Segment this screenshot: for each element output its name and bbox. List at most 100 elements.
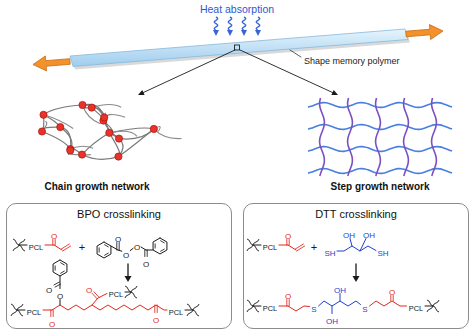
heat-arrowhead: [213, 30, 219, 36]
label-anchor: O: [285, 286, 291, 302]
star-core-arm: [187, 304, 193, 310]
material-label: Shape memory polymer: [304, 57, 400, 66]
label-anchor: O: [86, 280, 92, 296]
grid-strand: [348, 98, 353, 176]
bond-line: [54, 245, 62, 250]
network-strand: [92, 104, 121, 107]
double-bond: [147, 250, 148, 257]
pointer-arrowhead: [331, 90, 338, 95]
label-anchor: O: [123, 245, 129, 261]
atom-label: SH: [324, 250, 335, 258]
label-anchor: O: [153, 310, 159, 326]
star-link: [253, 245, 261, 246]
star-core-arm: [19, 239, 25, 245]
label-anchor: PCL: [109, 284, 124, 300]
star-core-arm: [433, 300, 439, 306]
atom-label: O: [143, 261, 149, 269]
star-core-arm: [247, 239, 253, 245]
atom-label: O: [51, 233, 57, 241]
bond-line: [288, 245, 296, 250]
star-core-arm: [253, 245, 259, 251]
label-anchor: Heat absorption: [200, 0, 274, 16]
network-label: Chain growth network: [42, 181, 153, 193]
double-bond: [53, 310, 54, 317]
star-core-arm: [131, 292, 137, 298]
network-strand: [82, 133, 109, 155]
star-core-arm: [247, 306, 253, 312]
label-anchor: OH: [334, 280, 346, 296]
double-bond: [157, 305, 158, 313]
plus-sign: +: [311, 242, 317, 253]
pointer-line: [143, 50, 235, 92]
polymer-label: PCL: [27, 309, 42, 317]
atom-label: O: [285, 293, 291, 301]
double-bond: [297, 246, 305, 251]
crosslink-point: [79, 101, 86, 108]
network-strand: [44, 105, 83, 115]
crosslink-point: [150, 125, 157, 132]
label-anchor: PCL: [263, 237, 278, 253]
label-anchor: +: [311, 238, 317, 254]
stretch-arrow: [33, 56, 70, 71]
crosslink-point: [67, 147, 74, 154]
atom-label: OH: [343, 232, 355, 240]
atom-label: O: [115, 236, 121, 244]
label-anchor: PCL: [409, 298, 424, 314]
atom-label: OH: [326, 318, 338, 326]
double-bond: [55, 284, 61, 287]
label-anchor: OH: [343, 225, 355, 241]
atom-label: O: [389, 289, 395, 297]
ring-double-bond: [161, 249, 165, 251]
stretch-arrow: [406, 25, 443, 40]
network-strand: [42, 131, 70, 149]
grid-strand: [308, 147, 452, 152]
label-anchor: +: [79, 238, 85, 254]
bond-line: [92, 294, 107, 306]
label-anchor: SH: [324, 243, 335, 259]
label-anchor: O: [49, 314, 55, 330]
star-core-arm: [193, 304, 199, 310]
bond-line: [360, 239, 366, 252]
star-core-arm: [13, 239, 19, 245]
grid-strand: [376, 98, 381, 176]
heat-arrowhead: [241, 30, 247, 36]
crosslink-point: [106, 129, 113, 136]
double-bond: [154, 305, 155, 313]
ring-double-bond: [61, 263, 65, 265]
ring-double-bond: [99, 248, 100, 252]
label-anchor: O: [285, 226, 291, 242]
bond-line: [130, 248, 133, 250]
network-label: Step growth network: [328, 181, 433, 193]
atom-label: O: [134, 244, 140, 252]
grid-strand: [320, 98, 325, 176]
network-strand: [109, 131, 137, 136]
label-anchor: PCL: [169, 302, 184, 318]
network-strand: [82, 155, 118, 160]
heat-wave: [256, 17, 259, 31]
star-core-arm: [17, 310, 23, 316]
star-link: [125, 292, 131, 293]
zoom-square: [235, 45, 240, 50]
atom-label: S: [362, 306, 367, 314]
benzene-ring: [153, 238, 167, 254]
ring-double-bond: [105, 245, 109, 247]
crosslink-point: [88, 104, 95, 111]
star-link: [425, 306, 433, 307]
atom-label: O: [153, 317, 159, 325]
heat-wave: [242, 17, 245, 31]
grid-strand: [432, 98, 437, 176]
star-core-arm: [253, 239, 259, 245]
grid-strand: [308, 169, 452, 174]
crosslink-point: [57, 123, 64, 130]
star-core-arm: [253, 306, 259, 312]
label-anchor: S: [362, 299, 367, 315]
star-core-arm: [193, 310, 199, 316]
panel-heading: DTT crosslinking: [244, 208, 468, 221]
atom-label: O: [57, 293, 63, 301]
atom-label: S: [311, 306, 316, 314]
crosslink-point: [101, 114, 108, 121]
star-core-arm: [187, 310, 193, 316]
star-core-arm: [19, 245, 25, 251]
double-bond: [61, 244, 69, 249]
label-anchor: O: [143, 254, 149, 270]
